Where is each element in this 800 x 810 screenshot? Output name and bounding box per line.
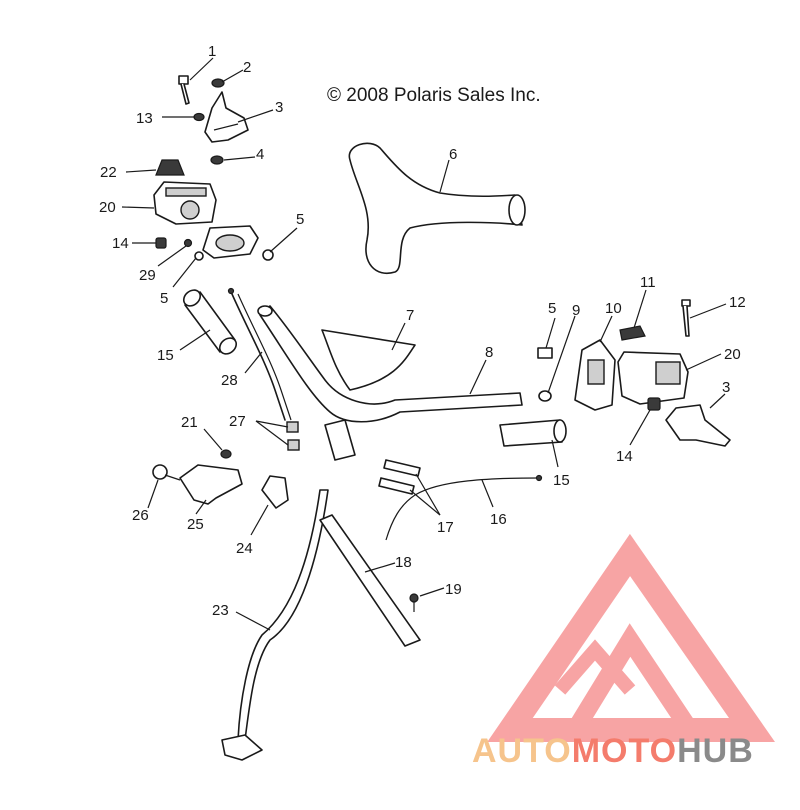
callout-16: 16 — [490, 511, 507, 528]
part-6-handlebar-pad — [348, 142, 526, 275]
callout-25: 25 — [187, 516, 204, 533]
part-12-bolt — [681, 299, 691, 337]
callout-23: 23 — [212, 602, 229, 619]
part-14-fitting-right — [647, 397, 661, 411]
callout-18: 18 — [395, 554, 412, 571]
callout-5-right: 5 — [548, 300, 556, 317]
callout-26: 26 — [132, 507, 149, 524]
part-5-screw-b — [262, 249, 274, 261]
watermark-logo — [487, 533, 775, 742]
part-cover-plate — [202, 225, 259, 259]
part-10-housing-cover — [574, 339, 616, 411]
callout-11: 11 — [640, 274, 656, 291]
callout-22: 22 — [100, 164, 117, 181]
callout-9: 9 — [572, 302, 580, 319]
part-4-nut — [210, 155, 224, 165]
watermark-moto: MOTO — [572, 732, 677, 770]
part-23-steering-column — [221, 489, 329, 761]
callout-12: 12 — [729, 294, 746, 311]
part-13-washer — [193, 112, 205, 122]
part-3-clamp-left — [204, 91, 249, 143]
callout-10: 10 — [605, 300, 622, 317]
part-3-lever-right — [665, 404, 731, 447]
callout-20-left: 20 — [99, 199, 116, 216]
callout-5-mid: 5 — [296, 211, 304, 228]
callout-3-right: 3 — [722, 379, 730, 396]
part-16-cable — [385, 474, 543, 541]
part-7-crossbar-pad — [321, 329, 416, 391]
part-20-master-cylinder-left — [153, 181, 217, 225]
callout-17: 17 — [437, 519, 454, 536]
callout-5-left: 5 — [160, 290, 168, 307]
callout-numbers: 1 2 13 3 4 22 20 14 29 5 5 6 15 28 7 8 5… — [99, 43, 746, 619]
part-14-fitting-left — [155, 237, 167, 249]
part-26-clamp — [152, 464, 181, 481]
callout-14-left: 14 — [112, 235, 129, 252]
callout-13: 13 — [136, 110, 153, 127]
part-25-bracket — [179, 464, 243, 505]
callout-15-left: 15 — [157, 347, 174, 364]
part-20-master-cylinder-right — [617, 351, 689, 405]
part-1-bolt — [178, 75, 190, 105]
part-18-bracket — [319, 514, 421, 647]
callout-27: 27 — [229, 413, 246, 430]
callout-4: 4 — [256, 146, 264, 163]
callout-1: 1 — [208, 43, 216, 60]
part-22-cap — [155, 159, 185, 176]
watermark-hub: HUB — [677, 732, 754, 770]
part-27-nut-b — [287, 439, 300, 451]
part-24-block — [261, 475, 289, 509]
copyright-text: © 2008 Polaris Sales Inc. — [327, 85, 541, 106]
part-8-handlebar — [257, 305, 523, 461]
part-9-spacer — [538, 390, 552, 402]
part-19-screw — [409, 593, 419, 612]
leader-lines — [121, 57, 727, 631]
callout-6: 6 — [449, 146, 457, 163]
callout-24: 24 — [236, 540, 253, 557]
part-29-screw — [183, 238, 193, 248]
callout-28: 28 — [221, 372, 238, 389]
watermark-auto: AUTO — [472, 732, 572, 770]
watermark-text: AUTOMOTOHUB — [472, 732, 754, 770]
callout-8: 8 — [485, 344, 493, 361]
part-17-pins — [378, 459, 421, 495]
callout-7: 7 — [406, 307, 414, 324]
callout-14-right: 14 — [616, 448, 633, 465]
part-15-grip-right — [499, 419, 567, 447]
callout-29: 29 — [139, 267, 156, 284]
callout-20-right: 20 — [724, 346, 741, 363]
callout-21: 21 — [181, 414, 198, 431]
part-5-screw-c — [537, 347, 553, 359]
part-27-nut-a — [286, 421, 299, 433]
part-21-nut — [220, 449, 232, 459]
callout-2: 2 — [243, 59, 251, 76]
callout-19: 19 — [445, 581, 462, 598]
callout-15-right: 15 — [553, 472, 570, 489]
part-5-screw-a — [194, 251, 204, 261]
part-2-nut — [211, 78, 225, 88]
callout-3-top: 3 — [275, 99, 283, 116]
part-11-cap — [619, 325, 646, 341]
part-15-grip-left — [182, 289, 238, 355]
